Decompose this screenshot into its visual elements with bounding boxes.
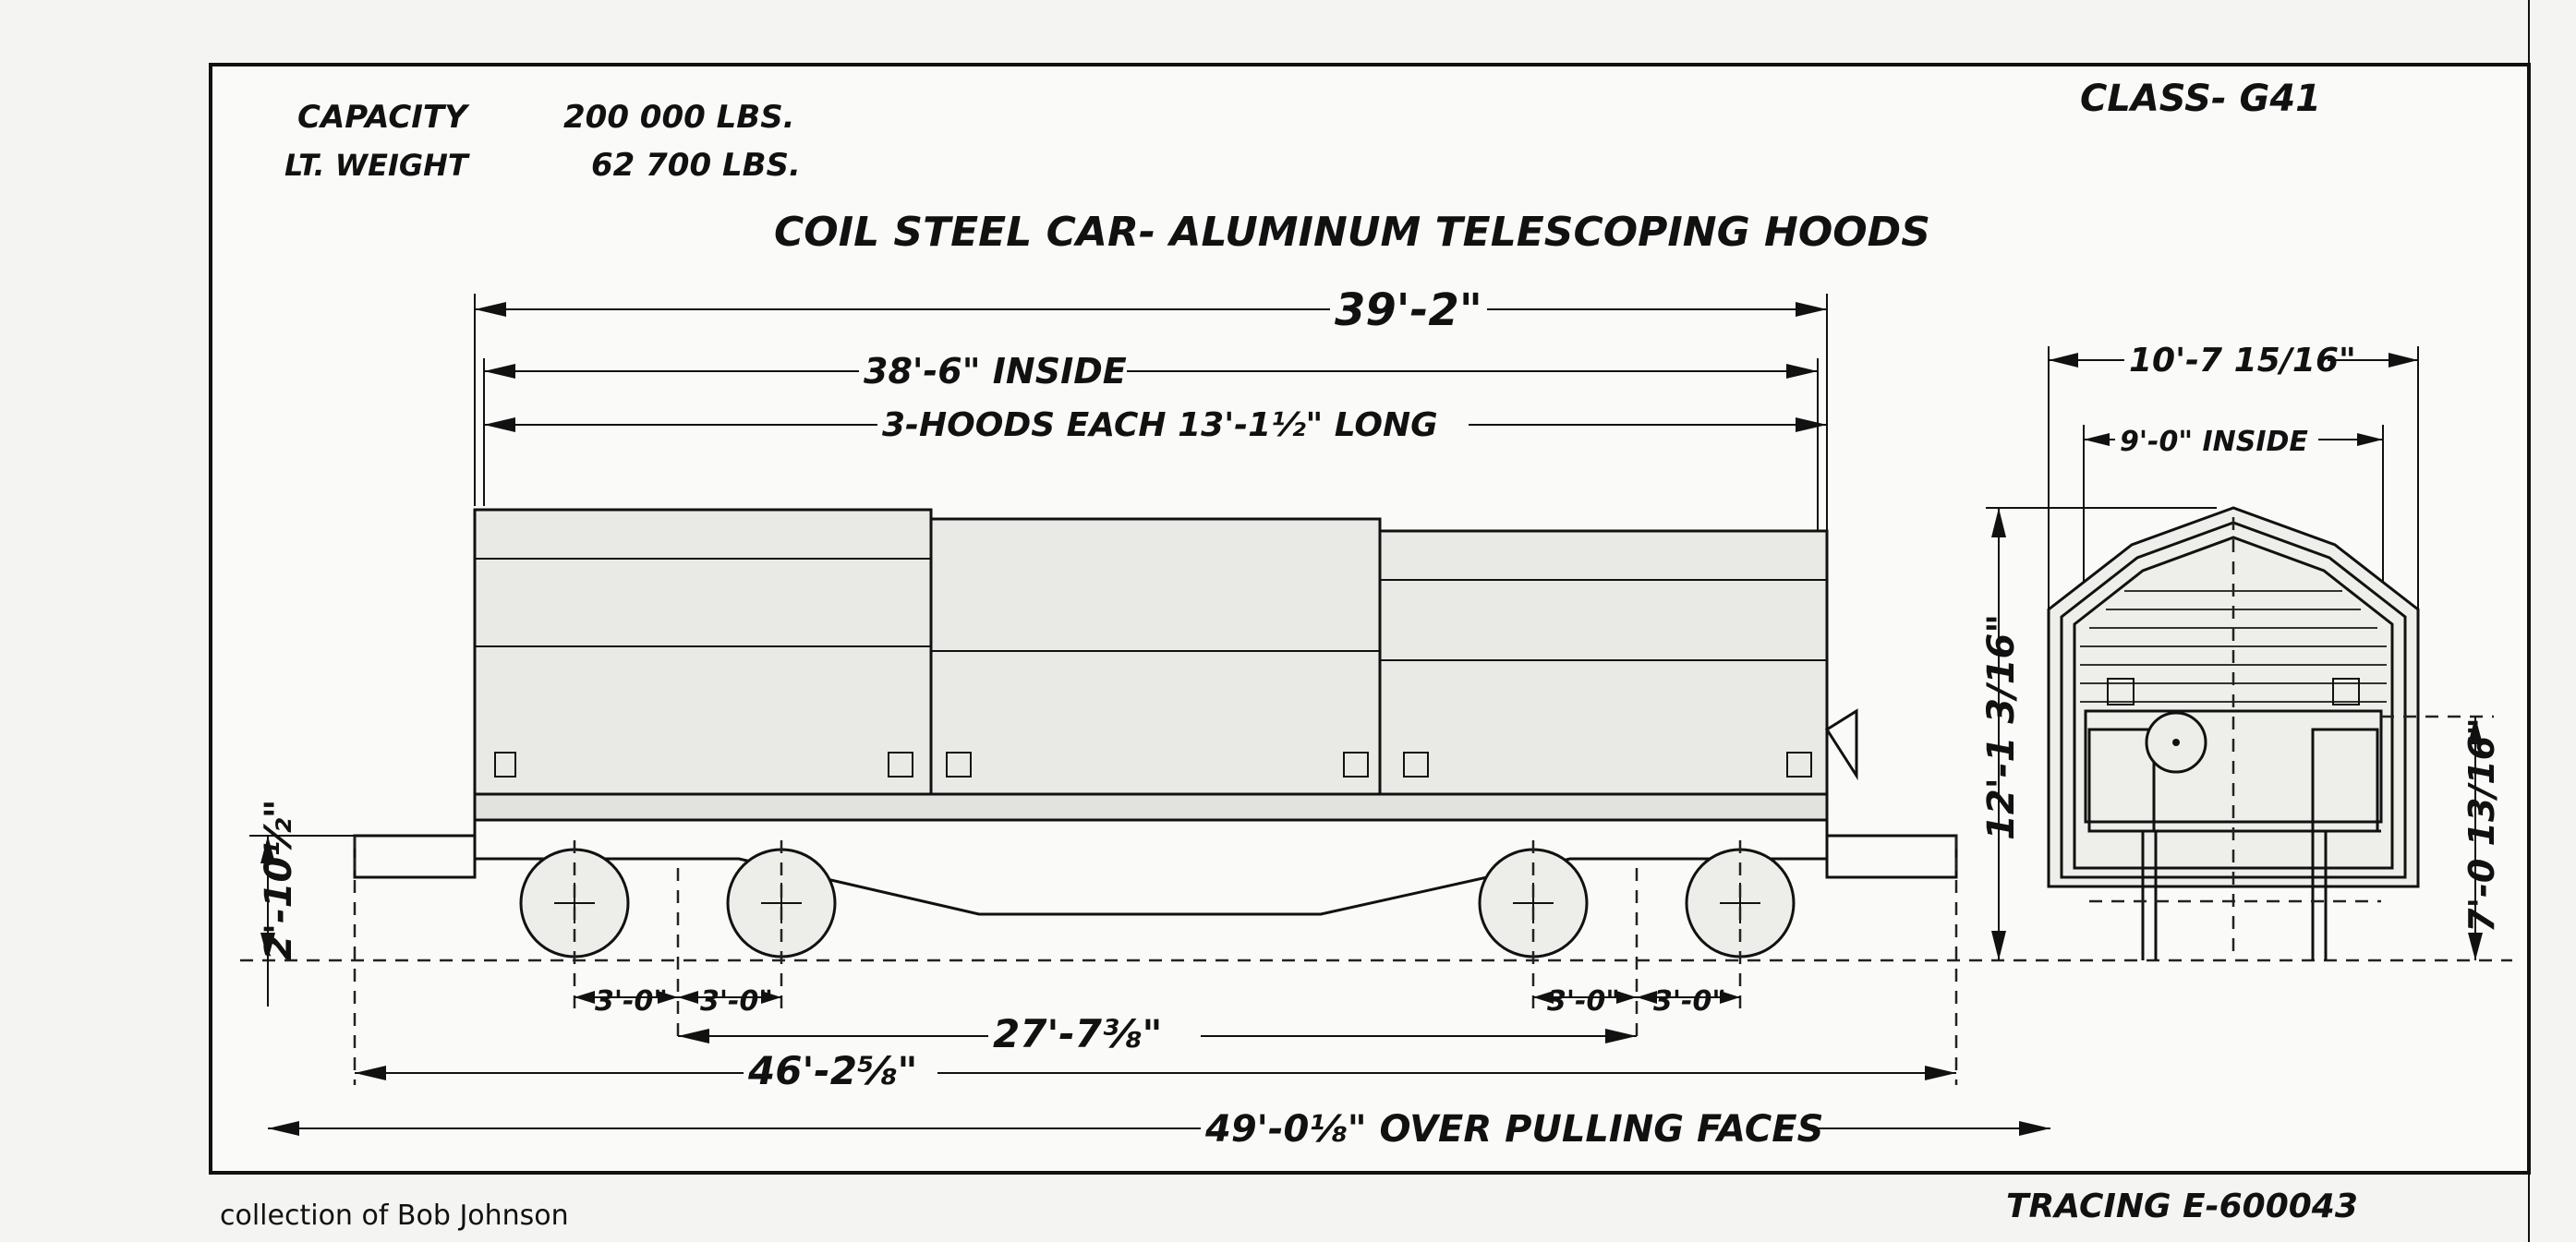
hood-center xyxy=(929,517,1382,796)
capacity-value: 200 000 LBS. xyxy=(563,99,795,136)
dim-overall-top-label: 39'-2" xyxy=(1335,284,1482,336)
dim-hoods-label: 3-HOODS EACH 13'-1½" LONG xyxy=(882,406,1438,444)
dim-height-side-label: 2'-10½" xyxy=(258,799,300,960)
class-label: CLASS- G41 xyxy=(2080,78,2321,120)
dim-truck-a1-label: 3'-0" xyxy=(595,985,668,1018)
dim-end-width-inside: 9'-0" INSIDE xyxy=(2084,417,2383,458)
dim-height-side: 2'-10½" xyxy=(249,799,355,1007)
car-deck xyxy=(473,792,1829,822)
dim-truck-centers: 27'-7⅜" xyxy=(678,1010,1637,1056)
hood-ribs xyxy=(2080,590,2387,703)
dim-end-height-label: 12'-1 3/16" xyxy=(1980,614,2023,840)
fishbelly-sill xyxy=(473,820,1829,916)
dim-coupler-length-label: 46'-2⅝" xyxy=(747,1048,917,1093)
hood-right xyxy=(1378,529,1829,796)
dim-truck-centers-label: 27'-7⅜" xyxy=(993,1011,1162,1056)
tracing-number: TRACING E-600043 xyxy=(2006,1188,2358,1225)
end-frame xyxy=(2084,709,2383,824)
dim-truck-a2-label: 3'-0" xyxy=(700,985,773,1018)
side-view: 39'-2" 38'-6" INSIDE 3-HOODS EACH 13'-1½… xyxy=(240,282,2512,1151)
dim-truck-b: 3'-0" 3'-0" xyxy=(1533,985,1740,1018)
dim-end-width-outside: 10'-7 15/16" xyxy=(2049,334,2418,380)
dim-over-pulling-faces-label: 49'-0⅛" OVER PULLING FACES xyxy=(1204,1108,1823,1151)
capacity-label: CAPACITY xyxy=(297,99,470,136)
dim-end-deck-height-label: 7'-0 13/16" xyxy=(2461,717,2502,933)
dim-end-height: 12'-1 3/16" xyxy=(1980,507,2217,960)
hood-left xyxy=(473,508,933,796)
drawing-title: COIL STEEL CAR- ALUMINUM TELESCOPING HOO… xyxy=(774,209,1930,256)
dim-truck-b2-label: 3'-0" xyxy=(1653,985,1726,1018)
end-view: 10'-7 15/16" 9'-0" INSIDE xyxy=(1980,334,2502,960)
dim-inside-label: 38'-6" INSIDE xyxy=(864,351,1127,392)
dim-overall-top: 39'-2" xyxy=(475,282,1827,336)
dim-end-width-outside-label: 10'-7 15/16" xyxy=(2129,342,2356,380)
weight-label: LT. WEIGHT xyxy=(284,148,470,183)
hand-brake xyxy=(1824,708,1858,781)
dim-over-pulling-faces: 49'-0⅛" OVER PULLING FACES xyxy=(268,1104,2050,1151)
dim-inside: 38'-6" INSIDE xyxy=(484,349,1818,392)
dim-coupler-length: 46'-2⅝" xyxy=(355,1048,1956,1093)
dim-truck-b1-label: 3'-0" xyxy=(1547,985,1620,1018)
dim-hoods: 3-HOODS EACH 13'-1½" LONG xyxy=(484,401,1827,444)
coupler-right xyxy=(1825,834,1958,879)
dim-end-deck-height: 7'-0 13/16" xyxy=(2461,717,2502,960)
collection-credit: collection of Bob Johnson xyxy=(220,1200,569,1232)
dim-truck-a: 3'-0" 3'-0" xyxy=(574,985,781,1018)
weight-value: 62 700 LBS. xyxy=(591,147,801,184)
dim-end-width-inside-label: 9'-0" INSIDE xyxy=(2120,426,2308,458)
